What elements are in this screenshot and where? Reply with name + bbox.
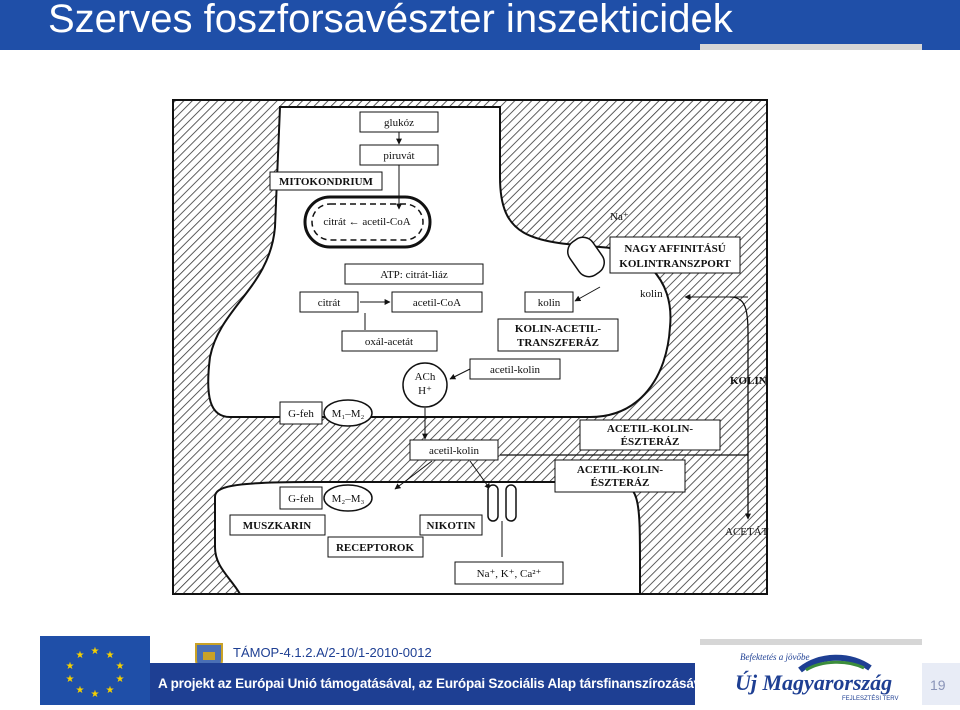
svg-text:★: ★ bbox=[106, 685, 115, 696]
nicotinic-channel-right bbox=[505, 484, 517, 522]
label-na-plus: Na⁺ bbox=[610, 211, 629, 223]
logo-tagline: Befektetés a jövőbe bbox=[740, 652, 809, 662]
label-m1-m2: M₁–M₂ bbox=[332, 408, 365, 420]
title-divider bbox=[700, 44, 922, 50]
page-number-box bbox=[922, 663, 960, 705]
label-kolintranszport: KOLINTRANSZPORT bbox=[619, 258, 731, 270]
logo-sub: FEJLESZTÉSI TERV bbox=[842, 695, 898, 702]
svg-text:★: ★ bbox=[106, 650, 115, 661]
label-acetil-kolin-top: acetil-kolin bbox=[490, 364, 541, 376]
logo-name: Új Magyarország bbox=[735, 670, 892, 695]
label-ions: Na⁺, K⁺, Ca²⁺ bbox=[477, 568, 542, 580]
label-atp-citrat-liaz: ATP: citrát-liáz bbox=[380, 269, 448, 281]
label-transzferaz: TRANSZFERÁZ bbox=[517, 337, 599, 349]
page-number: 19 bbox=[930, 677, 946, 693]
label-ach: ACh bbox=[415, 371, 436, 383]
uj-magyarorszag-logo: Befektetés a jövőbe Új Magyarország FEJL… bbox=[730, 648, 900, 705]
label-kolin-box: kolin bbox=[538, 297, 561, 309]
footer-divider bbox=[700, 639, 922, 645]
postsynaptic-cell bbox=[214, 481, 641, 595]
svg-text:★: ★ bbox=[91, 689, 100, 700]
svg-text:★: ★ bbox=[66, 661, 75, 672]
svg-text:★: ★ bbox=[76, 650, 85, 661]
label-kolin-acetil: KOLIN-ACETIL- bbox=[515, 323, 602, 335]
vesicle bbox=[402, 362, 448, 408]
label-g-feh-bottom: G-feh bbox=[288, 493, 314, 505]
footer-bar bbox=[150, 663, 695, 705]
label-m2-m3: M₂–M₃ bbox=[332, 493, 365, 505]
label-ache-2a: ACETIL-KOLIN- bbox=[577, 464, 664, 476]
label-acetil-coa: acetil-CoA bbox=[413, 297, 461, 309]
label-kolin-right: kolin bbox=[640, 288, 663, 300]
label-kolin-caps: KOLIN bbox=[730, 375, 767, 387]
funding-text: A projekt az Európai Unió támogatásával,… bbox=[158, 676, 795, 691]
label-nikotin: NIKOTIN bbox=[427, 520, 476, 532]
label-acetat: ACETÁT bbox=[725, 526, 769, 538]
label-mitokondrium: MITOKONDRIUM bbox=[279, 176, 374, 188]
label-acetil-kolin-mid: acetil-kolin bbox=[429, 445, 480, 457]
label-glukoz: glukóz bbox=[384, 117, 414, 129]
svg-text:★: ★ bbox=[66, 674, 75, 685]
label-ache-1a: ACETIL-KOLIN- bbox=[607, 423, 694, 435]
label-nagy-affinitasu: NAGY AFFINITÁSÚ bbox=[624, 243, 725, 255]
label-receptorok: RECEPTOROK bbox=[336, 542, 414, 554]
slide-title: Szerves foszforsavészter inszekticidek bbox=[48, 0, 733, 41]
svg-text:★: ★ bbox=[76, 685, 85, 696]
label-piruvat: piruvát bbox=[383, 150, 414, 162]
label-h-plus: H⁺ bbox=[418, 385, 432, 397]
project-code: TÁMOP-4.1.2.A/2-10/1-2010-0012 bbox=[233, 645, 432, 660]
label-muszkarin: MUSZKARIN bbox=[243, 520, 312, 532]
svg-text:★: ★ bbox=[116, 674, 125, 685]
label-citrat-acetil: citrát ← acetil-CoA bbox=[323, 216, 410, 228]
synapse-diagram: glukóz piruvát MITOKONDRIUM citrát ← ace… bbox=[172, 99, 769, 595]
choline-transporter bbox=[567, 236, 605, 278]
svg-text:★: ★ bbox=[91, 646, 100, 657]
label-citrat: citrát bbox=[318, 297, 341, 309]
label-oxal-acetat: oxál-acetát bbox=[365, 336, 413, 348]
eu-flag-logo: ★ ★ ★ ★ ★ ★ ★ ★ ★ ★ bbox=[40, 636, 150, 705]
label-g-feh-top: G-feh bbox=[288, 408, 314, 420]
label-ache-1b: ÉSZTERÁZ bbox=[621, 436, 680, 448]
nicotinic-channel-left bbox=[487, 484, 499, 522]
title-bar bbox=[0, 0, 960, 50]
svg-text:★: ★ bbox=[116, 661, 125, 672]
label-ache-2b: ÉSZTERÁZ bbox=[591, 477, 650, 489]
